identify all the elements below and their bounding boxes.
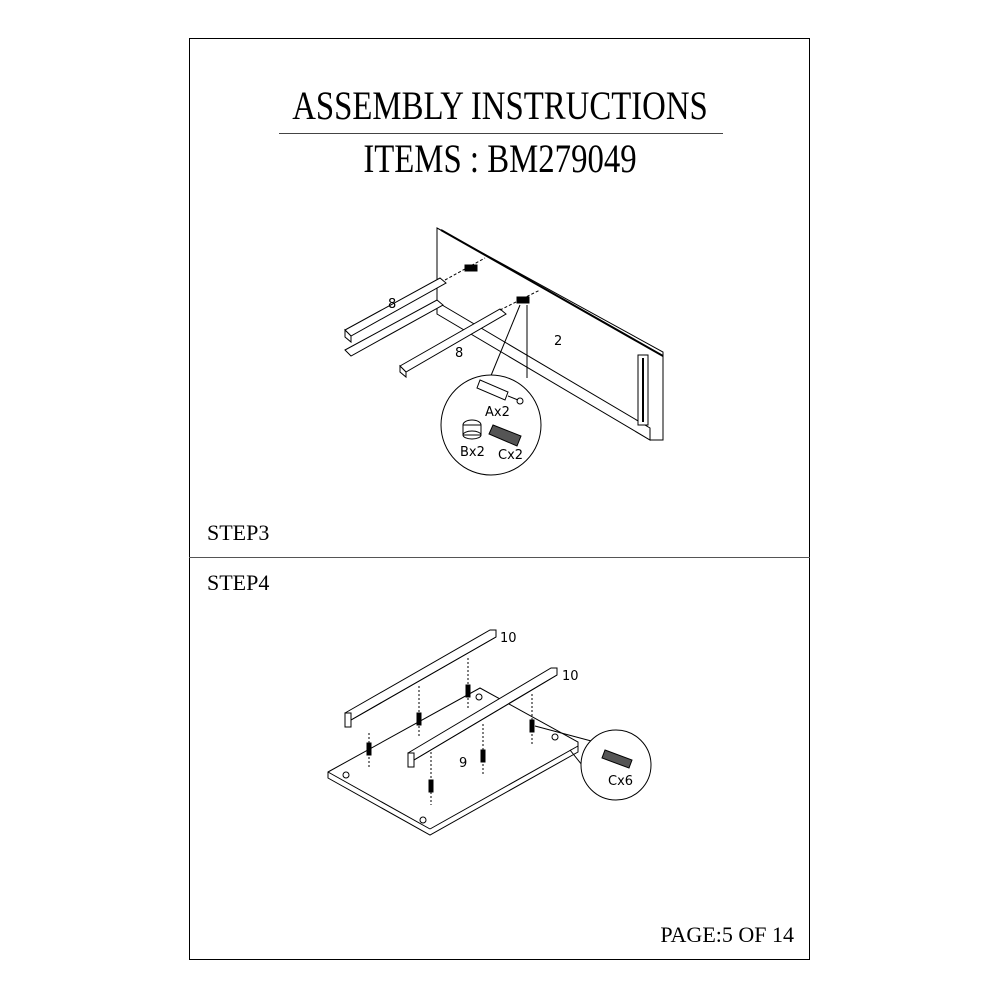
title-underline: [279, 133, 723, 134]
part-label: 10: [562, 669, 579, 684]
dowel-c-icon: [601, 749, 633, 769]
step-divider: [189, 557, 810, 558]
hardware-label: Bx2: [460, 445, 485, 460]
hardware-label: Cx6: [608, 774, 633, 789]
board-9: [327, 687, 579, 836]
rail-10-back: [344, 629, 497, 728]
part-label: 9: [459, 756, 467, 771]
rail-10-front: [407, 667, 558, 768]
hardware-label: Ax2: [485, 405, 510, 420]
step4-label: STEP4: [207, 570, 270, 595]
hardware-detail-circle: [580, 729, 652, 801]
dowel-icons: [366, 684, 535, 793]
panel-2: [436, 227, 664, 441]
dowel-c-icon: [488, 424, 522, 447]
part-label: 2: [554, 334, 562, 349]
page-number: PAGE:5 OF 14: [660, 922, 794, 947]
part-label: 8: [388, 297, 396, 312]
cam-bolt-icon: [464, 264, 478, 272]
rail-8-left: [344, 277, 447, 357]
hardware-detail-circle: [440, 374, 542, 476]
document-title: ASSEMBLY INSTRUCTIONS: [292, 83, 708, 128]
part-label: 10: [500, 631, 517, 646]
rail-8-right: [399, 308, 507, 379]
page-frame: [189, 38, 810, 960]
part-label: 8: [455, 346, 463, 361]
cam-bolt-a-icon: [476, 379, 524, 405]
hardware-label: Cx2: [498, 448, 523, 463]
step3-label: STEP3: [207, 520, 270, 545]
item-number: ITEMS : BM279049: [363, 136, 637, 181]
cam-bolt-icon: [516, 296, 530, 304]
cam-lock-b-icon: [462, 419, 482, 440]
